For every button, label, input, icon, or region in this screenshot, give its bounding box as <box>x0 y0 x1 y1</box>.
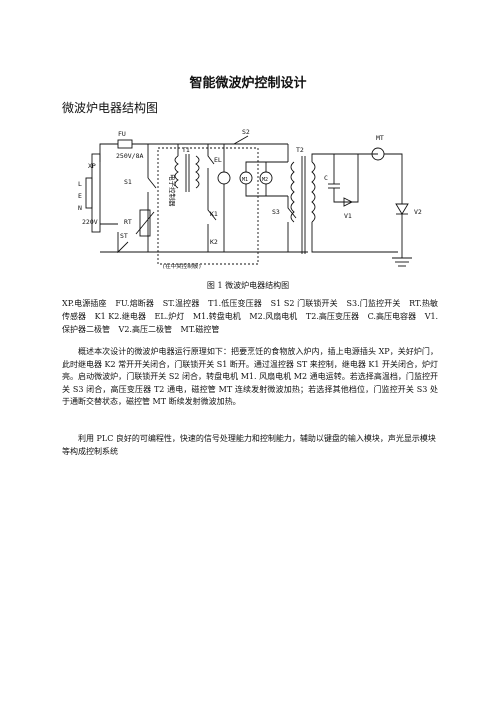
plc-paragraph: 利用 PLC 良好的可编程性，快速的信号处理能力和控制能力，辅助以键盘的输入模块… <box>62 434 436 456</box>
label-220v: 220V <box>82 218 98 226</box>
circuit-diagram: FU 250V/8A XP L E N 220V S1 RT ST T1 EL … <box>78 128 422 270</box>
legend-item: XP.电源插座 <box>62 299 107 308</box>
label-k1: K1 <box>210 210 218 218</box>
component-legend: XP.电源插座 FU.熔断器 ST.温控器 T1.低压变压器 S1 S2 门联锁… <box>62 297 438 336</box>
diode-v2 <box>395 203 409 215</box>
document-title: 智能微波炉控制设计 <box>189 76 307 91</box>
legend-item: T1.低压变压器 <box>208 299 262 308</box>
label-k2: K2 <box>210 238 218 246</box>
label-l: L <box>78 180 82 188</box>
figure-caption: 图 1 微波炉电器结构图 <box>206 281 290 290</box>
legend-item: M2.风扇电机 <box>249 312 298 321</box>
label-s3: S3 <box>272 208 280 216</box>
legend-item: M1.转盘电机 <box>192 312 241 321</box>
label-t2: T2 <box>296 146 304 154</box>
legend-item: ST.温控器 <box>162 299 200 308</box>
label-v1: V1 <box>344 212 352 220</box>
label-t1: T1 <box>182 146 190 154</box>
legend-item: V2.高压二极管 <box>118 325 172 334</box>
label-n: N <box>78 204 82 212</box>
label-m2: M2 <box>262 177 268 183</box>
legend-item: K1 K2.继电器 <box>94 312 146 321</box>
legend-item: FU.熔断器 <box>115 299 155 308</box>
legend-item: EL.炉灯 <box>154 312 185 321</box>
label-fu: FU <box>118 130 126 138</box>
fuse-symbol <box>117 139 133 149</box>
legend-item: S1 S2 门联锁开关 <box>270 299 338 308</box>
label-controller: 电子控制器 <box>168 174 177 207</box>
legend-item: RT.热敏传感器 <box>62 299 439 321</box>
controller-box <box>157 147 259 265</box>
label-board: (在中央控制板) <box>162 262 202 270</box>
legend-item: MT.磁控管 <box>180 325 220 334</box>
label-el: EL <box>214 156 222 164</box>
label-c: C <box>324 174 328 182</box>
label-mt: MT <box>376 134 384 142</box>
diode-v1 <box>343 197 354 207</box>
label-rt: RT <box>124 218 132 226</box>
label-rating: 250V/8A <box>116 152 143 160</box>
transformer-t2 <box>290 161 295 223</box>
label-v2: V2 <box>414 208 422 216</box>
legend-item: V1.保护器二极管 <box>62 312 439 334</box>
legend-item: T2.高压变压器 <box>305 312 360 321</box>
legend-item: S3.门监控开关 <box>346 299 401 308</box>
legend-item: C.高压电容器 <box>367 312 417 321</box>
label-xp: XP <box>88 162 96 170</box>
section-heading: 微波炉电器结构图 <box>62 101 159 115</box>
label-st: ST <box>120 232 128 240</box>
transformer-t1-primary <box>174 155 179 189</box>
principle-paragraph: 概述本次设计的微波炉电器运行原理如下：把要烹饪的食物放入炉内，插上电源插头 XP… <box>62 347 438 406</box>
label-s2: S2 <box>242 128 250 136</box>
label-m1: M1 <box>242 177 248 183</box>
lamp-el <box>217 171 231 185</box>
thermistor-rt <box>139 209 151 237</box>
label-e: E <box>78 192 82 200</box>
label-s1: S1 <box>124 178 132 186</box>
